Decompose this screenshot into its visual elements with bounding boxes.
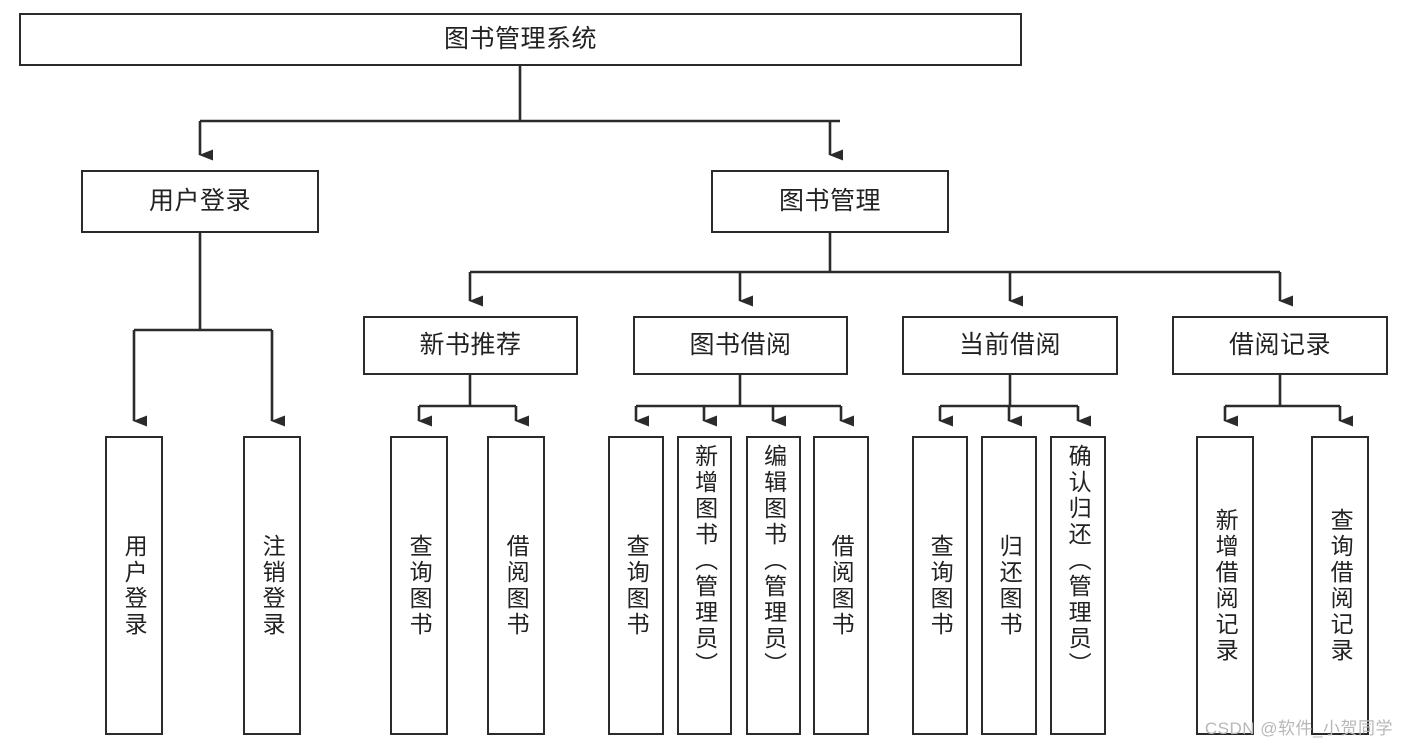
node-user-login-label: 用户登录 [148,186,251,215]
node-book-manage-label: 图书管理 [778,186,881,215]
node-leaf-edit-book-admin-label: 编辑图书（管理员） [760,444,787,678]
node-root-label: 图书管理系统 [443,24,597,53]
node-new-book-recommend[interactable]: 新书推荐 [363,316,578,375]
node-leaf-borrow-book-1[interactable]: 借阅图书 [487,436,545,735]
node-leaf-query-borrow-record-label: 查询借阅记录 [1327,507,1354,664]
node-leaf-query-borrow-record[interactable]: 查询借阅记录 [1311,436,1369,735]
node-new-book-recommend-label: 新书推荐 [419,330,522,359]
node-leaf-borrow-book-2-label: 借阅图书 [828,533,855,638]
node-leaf-borrow-book-1-label: 借阅图书 [503,533,530,638]
node-leaf-add-borrow-record[interactable]: 新增借阅记录 [1196,436,1254,735]
node-borrow-record-label: 借阅记录 [1228,330,1331,359]
node-leaf-confirm-return-admin[interactable]: 确认归还（管理员） [1050,436,1106,735]
node-leaf-user-logout[interactable]: 注销登录 [243,436,301,735]
node-leaf-query-book-2[interactable]: 查询图书 [608,436,664,735]
node-leaf-return-book-label: 归还图书 [996,533,1023,638]
node-leaf-add-book-admin[interactable]: 新增图书（管理员） [677,436,732,735]
node-current-borrow-label: 当前借阅 [958,330,1061,359]
node-leaf-query-book-3-label: 查询图书 [927,533,954,638]
node-borrow-record[interactable]: 借阅记录 [1172,316,1388,375]
node-leaf-add-borrow-record-label: 新增借阅记录 [1212,507,1239,664]
node-leaf-add-book-admin-label: 新增图书（管理员） [691,444,718,678]
node-leaf-user-login-label: 用户登录 [121,533,148,638]
node-leaf-return-book[interactable]: 归还图书 [981,436,1037,735]
node-leaf-borrow-book-2[interactable]: 借阅图书 [813,436,869,735]
node-book-borrow-label: 图书借阅 [689,330,792,359]
node-book-manage[interactable]: 图书管理 [711,170,949,233]
node-leaf-query-book-1[interactable]: 查询图书 [390,436,448,735]
node-leaf-user-login[interactable]: 用户登录 [105,436,163,735]
node-leaf-query-book-2-label: 查询图书 [623,533,650,638]
node-leaf-query-book-3[interactable]: 查询图书 [912,436,968,735]
node-user-login[interactable]: 用户登录 [81,170,319,233]
node-leaf-query-book-1-label: 查询图书 [406,533,433,638]
node-leaf-user-logout-label: 注销登录 [259,533,286,638]
node-current-borrow[interactable]: 当前借阅 [902,316,1118,375]
node-root[interactable]: 图书管理系统 [19,13,1022,66]
node-leaf-edit-book-admin[interactable]: 编辑图书（管理员） [746,436,801,735]
node-book-borrow[interactable]: 图书借阅 [633,316,848,375]
node-leaf-confirm-return-admin-label: 确认归还（管理员） [1065,444,1092,678]
watermark: CSDN @软件_小贺同学 [1204,719,1393,738]
